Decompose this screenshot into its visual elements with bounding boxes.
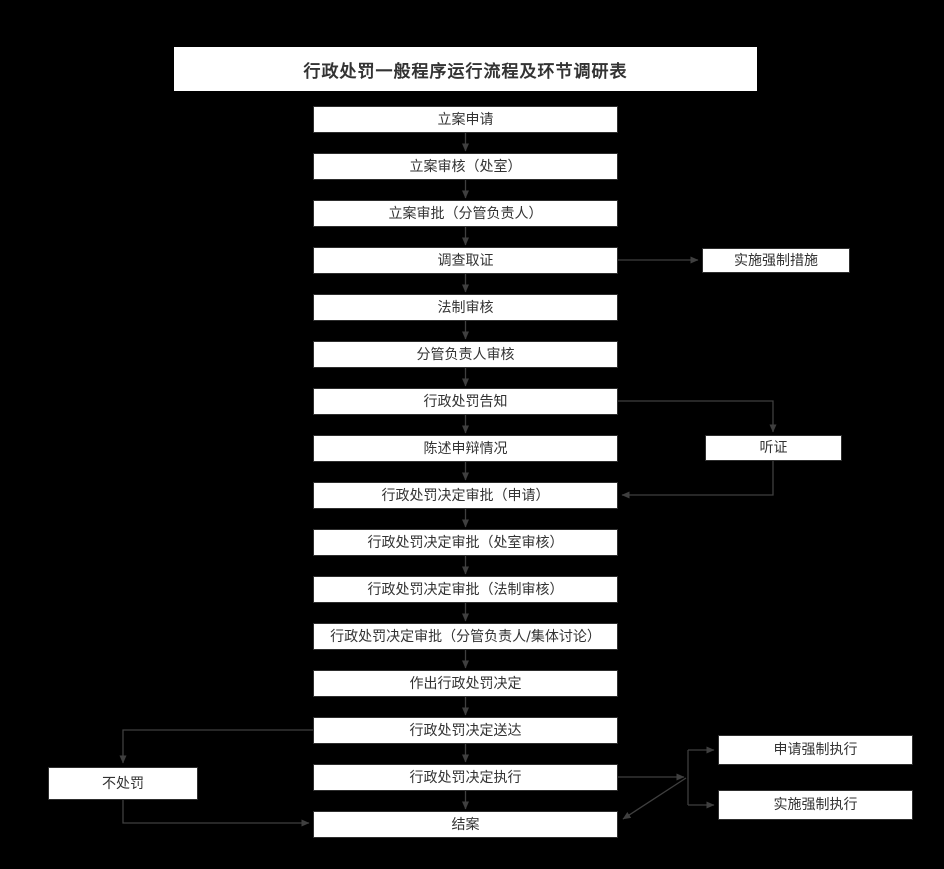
node-leader-review: 分管负责人审核 bbox=[313, 341, 618, 368]
node-enforce-measures: 实施强制措施 bbox=[702, 248, 850, 273]
node-legal-review: 法制审核 bbox=[313, 294, 618, 321]
page-title: 行政处罚一般程序运行流程及环节调研表 bbox=[174, 47, 757, 91]
node-no-penalty: 不处罚 bbox=[48, 767, 198, 800]
node-apply-enforcement: 申请强制执行 bbox=[718, 735, 913, 765]
node-filing-approval-leader: 立案审批（分管负责人） bbox=[313, 200, 618, 227]
node-decision-approval-office: 行政处罚决定审批（处室审核） bbox=[313, 529, 618, 556]
node-investigation-evidence: 调查取证 bbox=[313, 247, 618, 274]
node-statement-defense: 陈述申辩情况 bbox=[313, 435, 618, 462]
node-decision-execution: 行政处罚决定执行 bbox=[313, 764, 618, 791]
node-decision-approval-legal: 行政处罚决定审批（法制审核） bbox=[313, 576, 618, 603]
node-case-closed: 结案 bbox=[313, 811, 618, 838]
node-decision-delivery: 行政处罚决定送达 bbox=[313, 717, 618, 744]
node-decision-approval-leader-group: 行政处罚决定审批（分管负责人/集体讨论） bbox=[313, 623, 618, 650]
node-decision-approval-application: 行政处罚决定审批（申请） bbox=[313, 482, 618, 509]
node-hearing: 听证 bbox=[705, 435, 842, 461]
node-make-penalty-decision: 作出行政处罚决定 bbox=[313, 670, 618, 697]
node-penalty-notification: 行政处罚告知 bbox=[313, 388, 618, 415]
node-filing-application: 立案申请 bbox=[313, 106, 618, 133]
node-filing-review-office: 立案审核（处室） bbox=[313, 153, 618, 180]
node-implement-enforcement: 实施强制执行 bbox=[718, 790, 913, 820]
